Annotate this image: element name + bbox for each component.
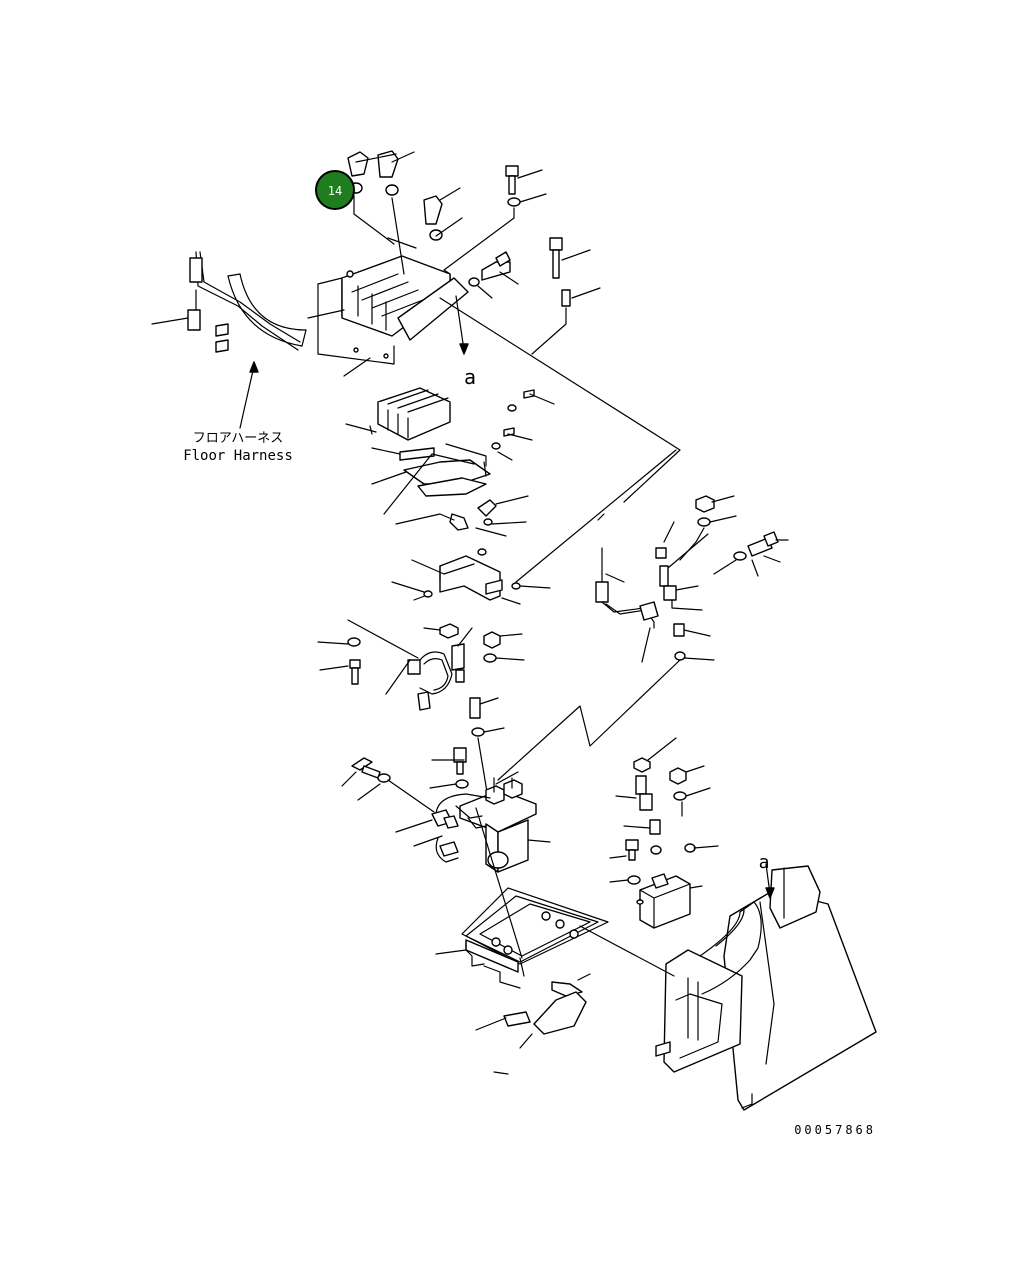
callout-14-number: 14 xyxy=(328,184,342,198)
floor-harness xyxy=(151,251,307,429)
floor-harness-label-ja: フロアハーネス xyxy=(193,431,283,446)
view-a-label-top: a xyxy=(464,365,476,389)
drawing-number: 00057868 xyxy=(794,1123,876,1137)
bolt-horizontal-top xyxy=(468,251,519,299)
knob-3 xyxy=(423,195,443,241)
leader-line-3 xyxy=(515,449,677,583)
leader-line-1 xyxy=(439,297,681,503)
bolt-top-right xyxy=(443,165,547,275)
leader-line-2 xyxy=(597,513,605,521)
harness-right xyxy=(497,495,789,781)
callout-14[interactable]: 14 xyxy=(315,170,355,210)
middle-bracket xyxy=(391,495,551,605)
view-a-label-bottom: a xyxy=(759,852,770,873)
floor-harness-label-en: Floor Harness xyxy=(183,448,293,464)
harness-left-middle xyxy=(317,619,525,737)
lever-unit xyxy=(341,737,551,873)
knob-2 xyxy=(377,150,399,196)
switch-plate-stack xyxy=(345,387,555,515)
top-switch-box xyxy=(307,150,469,377)
console-bracket xyxy=(579,863,877,1111)
base-bracket xyxy=(435,807,609,1075)
small-parts-right xyxy=(609,737,719,929)
bolt-long xyxy=(531,237,601,355)
